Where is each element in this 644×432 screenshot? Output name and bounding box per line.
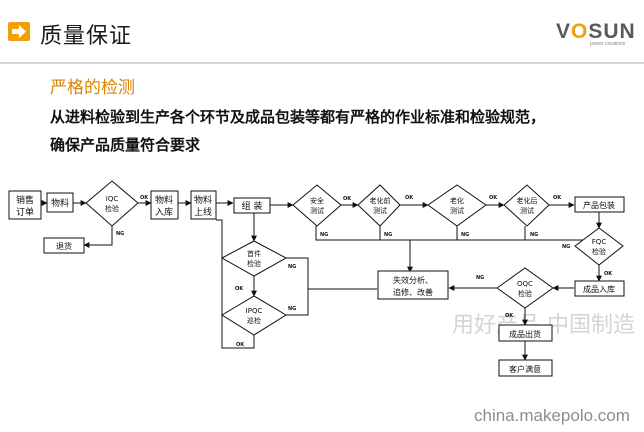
oqc-node-l1: OQC — [517, 280, 533, 288]
stock-in-node-l2: 入库 — [155, 206, 173, 218]
assembly-node: 组 装 — [242, 200, 263, 212]
header-divider — [0, 62, 644, 64]
pre-aging-node-l1: 老化前 — [370, 196, 391, 205]
order-node-l2: 订单 — [16, 206, 34, 218]
online-node-l2: 上线 — [194, 206, 212, 218]
satisfaction-node: 客户满意 — [509, 364, 541, 374]
page-title: 质量保证 — [40, 24, 133, 49]
aging-node-l2: 测试 — [450, 206, 464, 215]
post-aging-node-l1: 老化后 — [517, 196, 538, 205]
section-title: 严格的检测 — [50, 78, 135, 98]
ok-label-aging: OK — [489, 195, 498, 201]
logo-prefix: V — [556, 20, 572, 43]
ok-label-fqc: OK — [604, 271, 613, 277]
oqc-node-l2: 检验 — [518, 289, 532, 298]
ipqc-node-l1: IPQC — [246, 307, 263, 315]
ok-label-pre-aging: OK — [405, 195, 414, 201]
analysis-node-l1: 失效分析、 — [393, 275, 433, 285]
ng-label-pre-aging: NG — [384, 232, 392, 238]
safety-node-l1: 安全 — [310, 196, 324, 205]
ipqc-node-l2: 巡检 — [247, 316, 261, 325]
fqc-node-l2: 检验 — [592, 247, 606, 256]
vosun-logo: VOSUN — [556, 20, 636, 44]
order-node-l1: 销售 — [16, 194, 34, 206]
ok-label-post-aging: OK — [553, 195, 562, 201]
description-line-1: 从进料检验到生产各个环节及成品包装等都有严格的作业标准和检验规范， — [50, 108, 546, 126]
ng-label-post-aging: NG — [530, 232, 538, 238]
ok-label-safety: OK — [343, 196, 352, 202]
stock-in-node-l1: 物料 — [155, 194, 173, 206]
warehouse-node: 成品入库 — [583, 284, 615, 294]
iqc-node-l1: IQC — [106, 195, 119, 203]
first-piece-node-l2: 检验 — [247, 259, 261, 268]
ng-label-safety: NG — [320, 232, 328, 238]
shipping-node: 成品出货 — [509, 329, 541, 339]
aging-node-l1: 老化 — [450, 196, 464, 205]
safety-node-l2: 测试 — [310, 206, 324, 215]
description-line-2: 确保产品质量符合要求 — [50, 136, 201, 154]
header-bar: 质量保证 VOSUN power creations — [0, 0, 644, 62]
logo-tagline: power creations — [590, 41, 626, 47]
ok-label-first-piece: OK — [235, 286, 244, 292]
ok-label-ipqc: OK — [236, 342, 245, 348]
ng-label-oqc: NG — [476, 275, 484, 281]
return-node: 退货 — [56, 241, 72, 251]
iqc-node-l2: 检验 — [105, 204, 119, 213]
first-piece-node-l1: 首件 — [247, 249, 261, 258]
logo-o: O — [571, 20, 589, 43]
packing-node: 产品包装 — [583, 200, 615, 210]
analysis-node-l2: 追修、改善 — [393, 287, 433, 297]
ng-label-iqc: NG — [116, 231, 124, 237]
ng-label-ipqc: NG — [288, 306, 296, 312]
post-aging-node-l2: 测试 — [520, 206, 534, 215]
material-node: 物料 — [51, 197, 69, 209]
fqc-node-l1: FQC — [592, 238, 607, 246]
pre-aging-node-l2: 测试 — [373, 206, 387, 215]
ok-label-iqc: OK — [140, 195, 149, 201]
site-watermark: china.makepolo.com — [474, 406, 630, 425]
ng-label-aging: NG — [461, 232, 469, 238]
online-node-l1: 物料 — [194, 194, 212, 206]
ng-label-first-piece: NG — [288, 264, 296, 270]
ok-label-oqc: OK — [505, 313, 514, 319]
ng-label-fqc: NG — [562, 244, 570, 250]
arrow-icon — [8, 22, 30, 41]
logo-suffix: SUN — [588, 20, 636, 43]
